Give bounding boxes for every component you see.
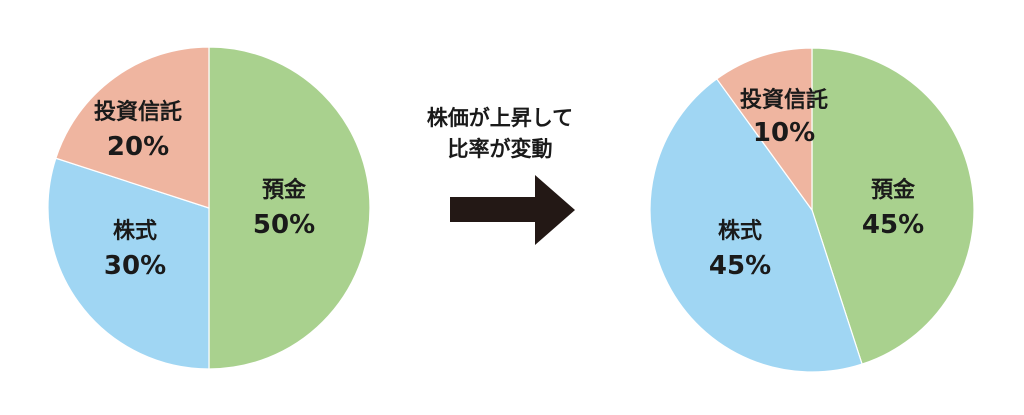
slice-name: 投資信託: [93, 100, 183, 125]
pie-slice-2: [715, 47, 813, 212]
pie-slice-0: [811, 47, 975, 365]
annotation-line-2: 比率が変動: [447, 137, 553, 161]
pie-before: [47, 46, 371, 370]
slice-name: 投資信託: [739, 88, 829, 113]
slice-name: 預金: [870, 178, 916, 203]
label-trust-before: 投資信託 20%: [93, 100, 183, 162]
slice-name: 株式: [112, 219, 158, 244]
pie-slice-1: [47, 157, 210, 370]
annotation-line-1: 株価が上昇して: [426, 106, 574, 130]
label-stocks-after: 株式 45%: [708, 219, 772, 281]
slice-value: 45%: [708, 251, 772, 281]
pie-after: [649, 47, 975, 373]
slice-value: 20%: [106, 132, 170, 162]
slice-value: 50%: [252, 210, 316, 240]
arrow-right-icon: [450, 175, 575, 245]
slice-value: 45%: [861, 210, 925, 240]
label-trust-after: 投資信託 10%: [739, 88, 829, 148]
slice-name: 株式: [717, 219, 763, 244]
slice-value: 10%: [752, 118, 816, 148]
label-deposit-after: 預金 45%: [861, 178, 925, 240]
pie-slice-2: [55, 46, 210, 209]
label-deposit-before: 預金 50%: [252, 178, 316, 240]
pie-slice-0: [208, 46, 371, 370]
slice-name: 預金: [261, 178, 307, 203]
label-stocks-before: 株式 30%: [103, 219, 167, 281]
pie-slice-1: [649, 78, 863, 373]
slice-value: 30%: [103, 251, 167, 281]
